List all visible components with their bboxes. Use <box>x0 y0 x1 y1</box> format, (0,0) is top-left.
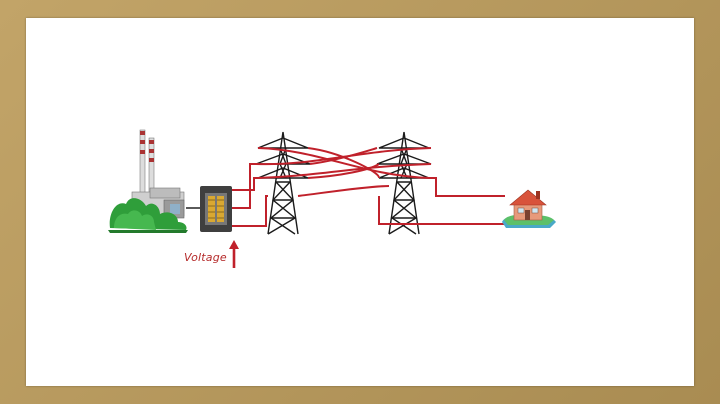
transmission-lines <box>232 147 505 227</box>
house-icon <box>502 189 556 228</box>
transformer-icon <box>200 186 232 232</box>
power-plant-icon <box>108 129 188 233</box>
voltage-label: Voltage <box>184 251 227 264</box>
transmission-tower-icon <box>376 131 432 235</box>
voltage-up-arrow-icon <box>229 240 239 268</box>
